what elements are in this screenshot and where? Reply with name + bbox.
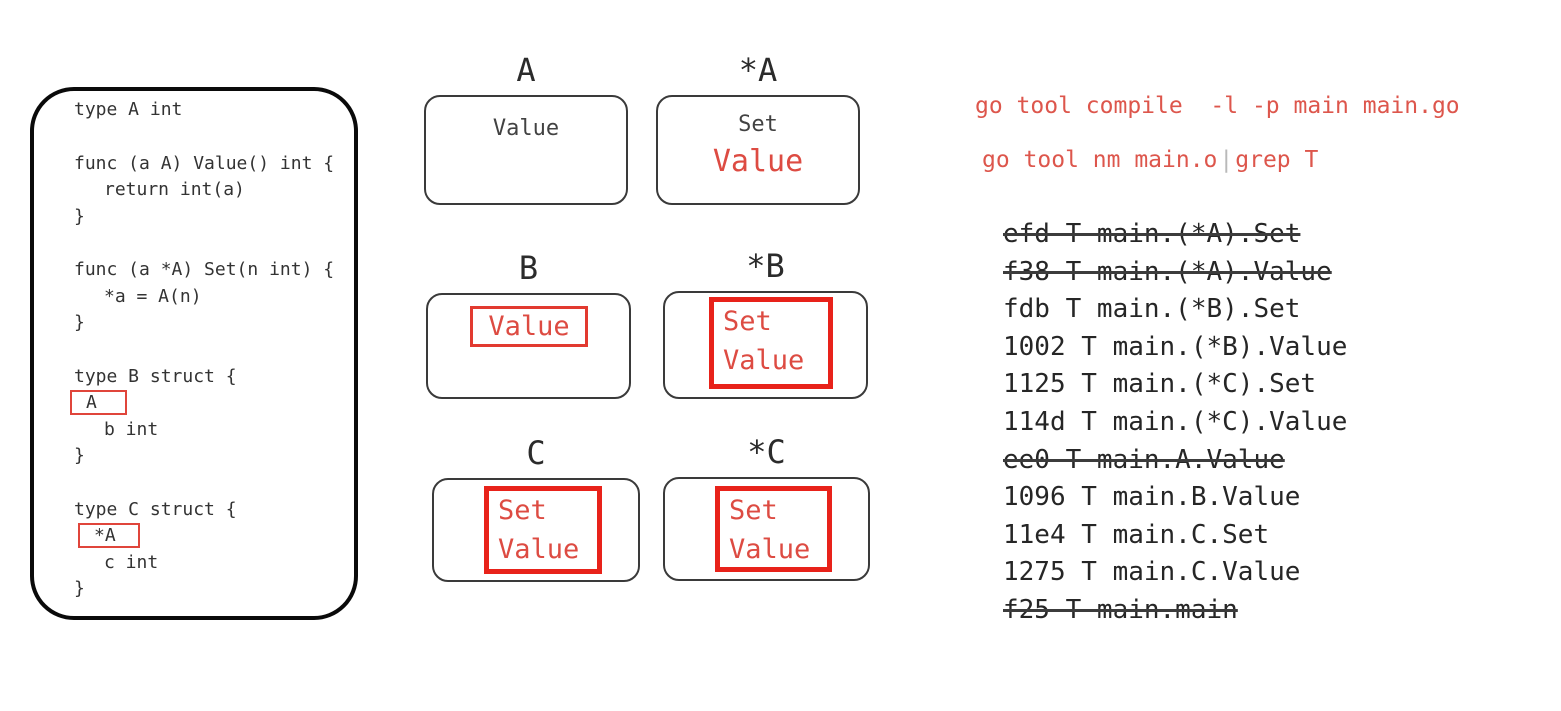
method-set-label: *C [747, 433, 786, 471]
method-item: Value [723, 345, 805, 376]
method-set-label: *A [738, 51, 778, 89]
code-line: func (a A) Value() int { [74, 152, 335, 174]
code-line: } [74, 578, 85, 599]
method-set-label: C [526, 434, 546, 472]
method-set-pointer-c: *C Set Value [663, 432, 870, 581]
method-set-box: Value [426, 293, 631, 399]
code-blank-line [74, 470, 348, 497]
nm-line: 1096 T main.B.Value [1003, 482, 1301, 513]
method-set-c: C Set Value [432, 433, 640, 582]
method-item: Value [729, 534, 811, 565]
code-line: b int [104, 418, 159, 440]
method-set-pointer-a: *A Set Value [656, 50, 860, 205]
embedded-field-a-highlight-box: A [70, 390, 127, 415]
pipe-separator: | [1219, 147, 1234, 173]
method-set-box: Set Value [663, 477, 870, 581]
method-highlight-box: Set Value [709, 297, 833, 389]
method-set-box: Set Value [656, 95, 860, 205]
code-blank-line [74, 337, 348, 364]
code-line-embedded-field: A [70, 390, 348, 417]
method-set-label: A [516, 51, 536, 89]
nm-line: 11e4 T main.C.Set [1003, 519, 1270, 550]
nm-command-right: grep T [1235, 147, 1319, 173]
nm-output: efd T main.(*A).Set f38 T main.(*A).Valu… [1003, 216, 1347, 630]
method-set-box: Set Value [663, 291, 868, 399]
nm-line: f25 T main.main [1003, 594, 1238, 625]
code-blank-line [74, 124, 348, 151]
method-set-b: B Value [426, 248, 631, 399]
nm-line: efd T main.(*A).Set [1003, 219, 1301, 249]
method-set-box: Value [424, 95, 628, 205]
code-line-embedded-field: *A [74, 523, 348, 550]
method-item: Set [498, 495, 547, 526]
nm-line: f38 T main.(*A).Value [1003, 256, 1332, 287]
code-line: } [74, 312, 85, 333]
method-set-box: Set Value [432, 478, 640, 582]
method-highlight-box: Set Value [484, 486, 602, 574]
method-item: Set [723, 306, 772, 337]
embedded-field-pointer-a-highlight-box: *A [78, 523, 140, 548]
method-item: Value [712, 144, 804, 179]
code-line: } [74, 205, 85, 227]
code-line: func (a *A) Set(n int) { [74, 259, 335, 280]
method-highlight-box: Set Value [715, 486, 832, 572]
code-line: type B struct { [74, 365, 237, 387]
method-item: Value [492, 116, 560, 141]
nm-command-left: go tool nm main.o [982, 147, 1218, 173]
method-set-a: A Value [424, 50, 628, 205]
nm-command: go tool nm main.o|grep T [982, 147, 1318, 173]
code-line: c int [104, 551, 159, 573]
method-set-pointer-b: *B Set Value [663, 246, 868, 399]
nm-line: 1125 T main.(*C).Set [1003, 369, 1317, 400]
method-set-label: *B [746, 247, 785, 285]
nm-line: 114d T main.(*C).Value [1003, 406, 1348, 437]
code-line: } [74, 445, 85, 466]
nm-line: 1275 T main.C.Value [1003, 557, 1301, 588]
nm-line: fdb T main.(*B).Set [1003, 294, 1301, 325]
method-set-label: B [518, 249, 539, 287]
code-blank-line [74, 230, 348, 257]
code-line: *a = A(n) [104, 285, 202, 307]
method-item: Value [498, 534, 580, 565]
code-panel: type A int func (a A) Value() int { retu… [30, 87, 358, 620]
nm-line: ee0 T main.A.Value [1003, 444, 1285, 475]
nm-line: 1002 T main.(*B).Value [1003, 331, 1348, 362]
method-item: Set [729, 495, 778, 526]
method-item: Set [738, 112, 778, 137]
code-line: return int(a) [104, 179, 245, 200]
method-highlight-box: Value [470, 306, 588, 347]
code-line: type C struct { [74, 498, 237, 520]
compile-command: go tool compile -l -p main main.go [975, 93, 1460, 119]
code-line: type A int [74, 99, 183, 120]
